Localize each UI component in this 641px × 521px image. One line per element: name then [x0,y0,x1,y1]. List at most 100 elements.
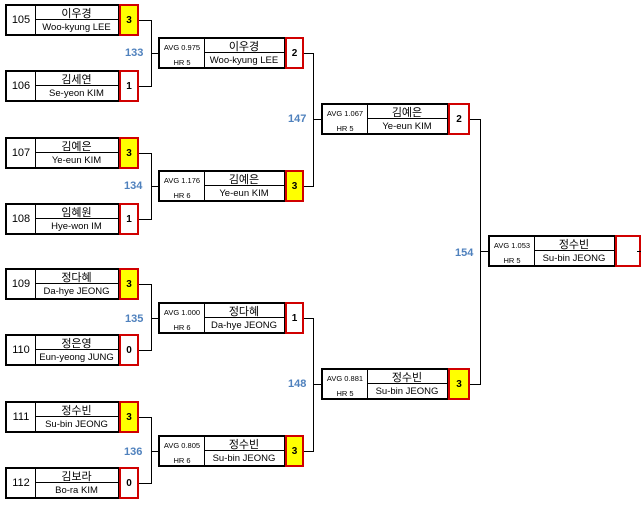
match-number: 135 [125,313,144,325]
match-number: 147 [288,113,307,125]
player-name-korean: 정수빈 [35,403,118,417]
player-name-korean: 김세연 [35,72,118,86]
player-name-korean: 임혜원 [35,205,118,219]
player-name-korean: 정다혜 [204,304,284,318]
player-name-korean: 정은영 [35,336,118,350]
average-value: AVG 0.881 [326,374,364,383]
player-number: 106 [7,72,36,100]
player-name-english: Ye-eun KIM [382,120,432,132]
high-run-value: HR 5 [503,256,521,265]
bracket-line [313,384,321,385]
match-number: 136 [124,446,143,458]
match-score: 3 [285,435,304,467]
player-name-english: Su-bin JEONG [542,252,606,264]
high-run-value: HR 5 [336,124,354,133]
high-run-value: HR 6 [173,323,191,332]
player-number: 109 [7,270,36,298]
player-name-korean: 김예은 [367,105,447,119]
player-name-english: Da-hye JEONG [211,319,277,331]
bracket-line [313,119,321,120]
player-name-english: Ye-eun KIM [219,187,269,199]
player-name-korean: 이우경 [35,6,118,20]
bracket-line [151,318,158,319]
match-score: 0 [119,467,139,499]
high-run-value: HR 6 [173,191,191,200]
average-value: AVG 0.975 [163,43,201,52]
player-name-english: Su-bin JEONG [212,452,276,464]
bracket-line [139,20,152,21]
bracket-line [139,86,152,87]
high-run-value: HR 5 [336,389,354,398]
match-score: 3 [119,137,139,169]
match-number: 134 [124,180,143,192]
match-score: 3 [119,268,139,300]
player-name-english: Hye-won IM [51,220,102,232]
player-name-korean: 김예은 [204,172,284,186]
match-score: 1 [119,70,139,102]
player-number: 110 [7,336,36,364]
bracket-line [470,384,481,385]
bracket-line [151,451,158,452]
bracket-line [304,451,314,452]
bracket-line [637,251,641,252]
player-number: 107 [7,139,36,167]
bracket-line [313,318,314,452]
high-run-value: HR 6 [173,456,191,465]
player-name-english: Se-yeon KIM [49,87,104,99]
bracket-line [304,186,314,187]
bracket-line [139,350,152,351]
bracket-line [139,153,152,154]
player-name-english: Bo-ra KIM [55,484,98,496]
player-number: 105 [7,6,36,34]
player-name-korean: 정다혜 [35,270,118,284]
match-score: 2 [448,103,470,135]
bracket-line [151,186,158,187]
match-score: 3 [448,368,470,400]
bracket-line [151,417,152,484]
bracket-line [304,318,314,319]
match-number: 133 [125,47,144,59]
match-score: 3 [119,4,139,36]
match-score: 0 [119,334,139,366]
player-name-english: Da-hye JEONG [43,285,110,297]
player-name-korean: 정수빈 [367,370,447,384]
bracket-line [304,53,314,54]
bracket-line [313,53,314,187]
player-name-korean: 정수빈 [204,437,284,451]
match-score: 1 [285,302,304,334]
player-name-korean: 정수빈 [534,237,614,251]
player-number: 111 [7,403,36,431]
bracket-line [480,119,481,385]
player-number: 108 [7,205,36,233]
player-name-korean: 김예은 [35,139,118,153]
bracket-line [139,483,152,484]
bracket-line [480,251,488,252]
bracket-line [151,284,152,351]
